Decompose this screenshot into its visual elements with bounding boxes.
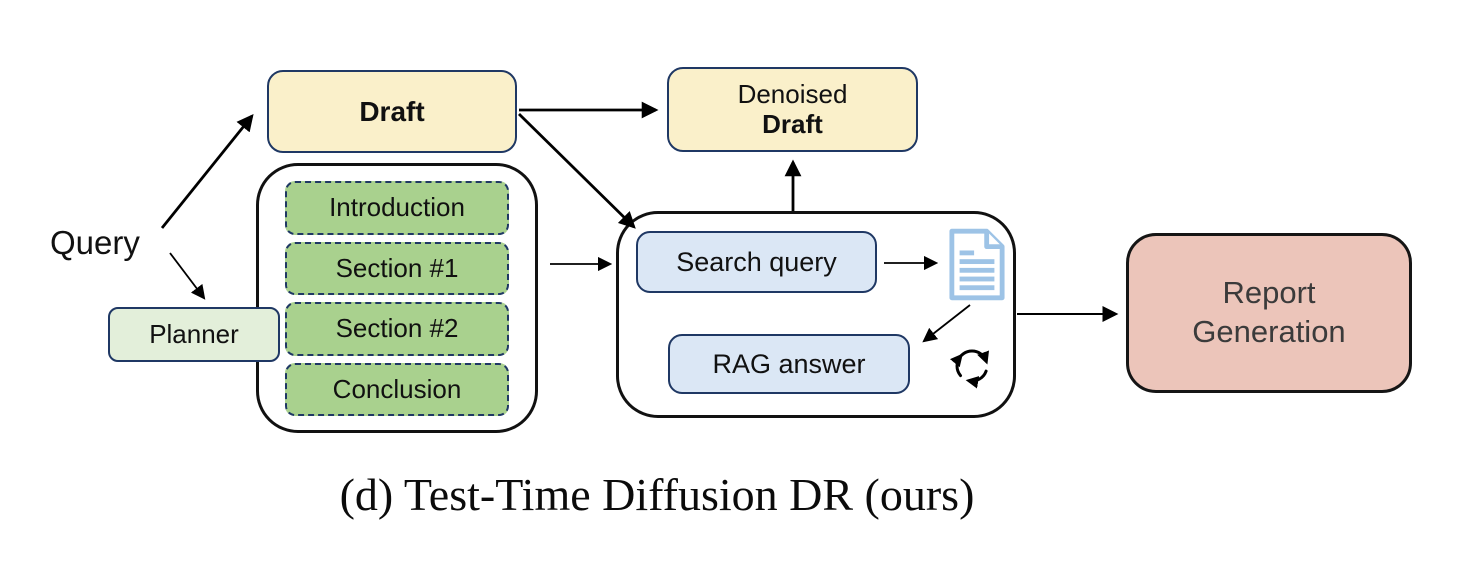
- denoised-draft-line2: Draft: [762, 108, 823, 139]
- section-item-conclusion: Conclusion: [285, 362, 509, 416]
- denoised-draft-box: Denoised Draft: [667, 67, 918, 152]
- report-generation-box: Report Generation: [1126, 233, 1412, 393]
- planner-label: Planner: [149, 319, 239, 349]
- figure-caption: (d) Test-Time Diffusion DR (ours): [339, 469, 975, 520]
- section-item-section-2: Section #2: [285, 302, 509, 356]
- section-item-section-1: Section #1: [285, 241, 509, 295]
- search-query-box: Search query: [636, 231, 877, 293]
- plan-sections-container: Introduction Section #1 Section #2 Concl…: [256, 163, 538, 433]
- draft-box: Draft: [267, 70, 517, 153]
- report-line1: Report: [1222, 275, 1316, 311]
- rag-answer-box: RAG answer: [668, 334, 910, 394]
- rag-answer-label: RAG answer: [712, 348, 866, 379]
- section-item-introduction: Introduction: [285, 181, 509, 235]
- retrieved-document-icon: [949, 228, 1005, 301]
- arrow-query-to-planner: [169, 252, 206, 300]
- query-label: Query: [50, 224, 140, 261]
- arrow-query-to-draft: [160, 114, 254, 229]
- denoised-draft-line1: Denoised: [737, 78, 848, 109]
- planner-box: Planner: [108, 307, 280, 362]
- report-line2: Generation: [1192, 314, 1346, 349]
- search-query-label: Search query: [676, 246, 837, 277]
- iterate-cycle-icon: [950, 349, 990, 389]
- draft-label: Draft: [359, 95, 425, 127]
